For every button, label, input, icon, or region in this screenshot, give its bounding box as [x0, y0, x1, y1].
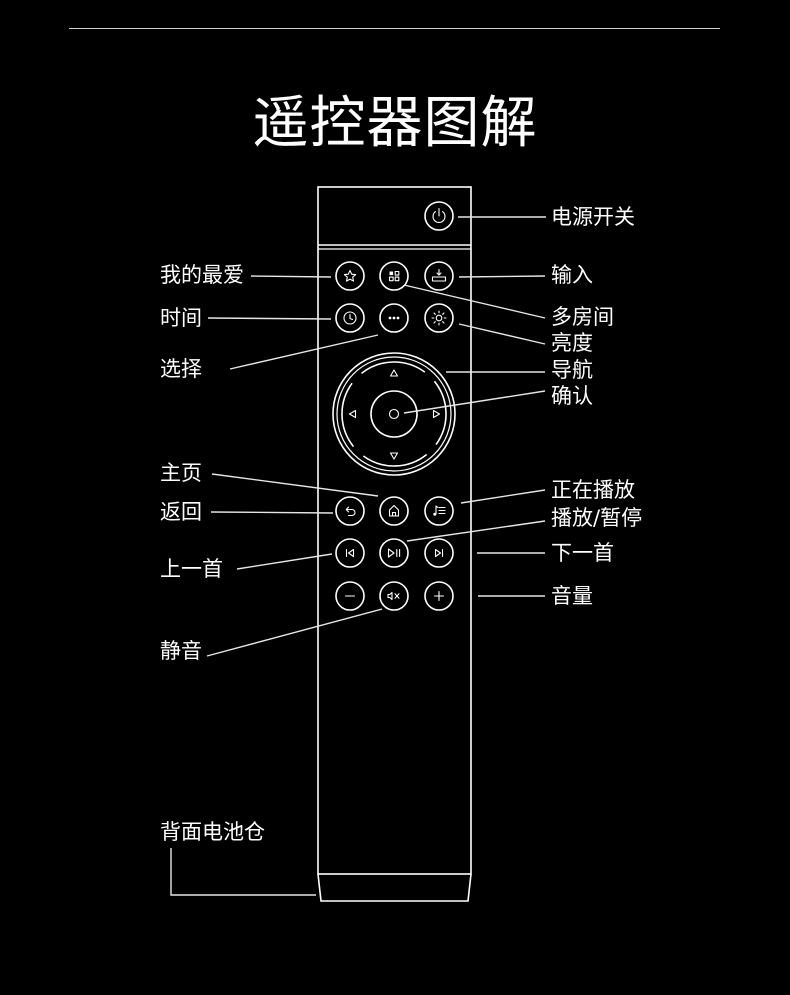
label-input: 输入 — [551, 263, 593, 287]
navigation-ring[interactable] — [321, 341, 467, 487]
home-icon — [388, 504, 400, 517]
label-brightness: 亮度 — [551, 331, 593, 355]
playlist-icon — [433, 505, 446, 516]
leader-confirm — [403, 390, 546, 414]
skip-back-icon — [345, 548, 355, 558]
back-button[interactable] — [335, 496, 365, 526]
label-mute: 静音 — [160, 639, 202, 663]
time-button[interactable] — [335, 303, 365, 333]
leader-battery — [170, 848, 316, 896]
label-multiroom: 多房间 — [551, 305, 614, 329]
nav-up-icon[interactable] — [389, 369, 399, 377]
leader-multiroom — [403, 284, 546, 319]
input-button[interactable] — [424, 261, 454, 291]
label-favorites: 我的最爱 — [160, 263, 244, 287]
label-navigation: 导航 — [551, 358, 593, 382]
back-icon — [345, 506, 356, 517]
mute-icon — [387, 591, 400, 601]
plus-icon — [433, 590, 445, 602]
clock-icon — [343, 311, 357, 325]
star-icon — [343, 269, 357, 282]
favorites-button[interactable] — [335, 261, 365, 291]
label-select: 选择 — [160, 357, 202, 381]
top-divider — [69, 28, 720, 29]
leader-back — [210, 511, 334, 514]
leader-home — [211, 473, 379, 497]
label-home: 主页 — [160, 461, 202, 485]
input-icon — [431, 268, 447, 282]
label-back: 返回 — [160, 500, 202, 524]
now-playing-button[interactable] — [424, 496, 454, 526]
page-title: 遥控器图解 — [252, 91, 538, 156]
nav-left-icon[interactable] — [348, 409, 357, 419]
mute-button[interactable] — [379, 581, 409, 611]
prev-track-button[interactable] — [335, 538, 365, 568]
leader-play-pause — [406, 520, 546, 542]
brightness-button[interactable] — [424, 303, 454, 333]
next-track-button[interactable] — [424, 538, 454, 568]
label-time: 时间 — [160, 306, 202, 330]
leader-input — [458, 275, 546, 278]
leader-prev-track — [236, 553, 333, 570]
leader-select — [229, 334, 379, 370]
ok-icon — [388, 408, 400, 420]
multiroom-button[interactable] — [379, 261, 409, 291]
grid-icon — [388, 270, 400, 282]
more-icon — [388, 316, 400, 320]
label-power: 电源开关 — [551, 205, 635, 229]
leader-brightness — [458, 323, 546, 345]
leader-mute — [206, 608, 383, 657]
label-battery: 背面电池仓 — [160, 820, 265, 844]
select-button[interactable] — [379, 303, 409, 333]
play-pause-icon — [387, 548, 401, 558]
power-button[interactable] — [424, 201, 454, 231]
label-play-pause: 播放/暂停 — [551, 506, 643, 530]
leader-now-playing — [460, 489, 546, 504]
skip-forward-icon — [434, 548, 444, 558]
nav-right-icon[interactable] — [432, 409, 441, 419]
nav-down-icon[interactable] — [389, 452, 399, 460]
ok-button[interactable] — [370, 390, 418, 438]
sun-icon — [431, 310, 447, 326]
volume-up-button[interactable] — [424, 581, 454, 611]
volume-down-button[interactable] — [335, 581, 365, 611]
remote-body — [317, 186, 472, 902]
label-volume: 音量 — [551, 584, 593, 608]
home-button[interactable] — [379, 496, 409, 526]
leader-time — [207, 317, 332, 320]
label-confirm: 确认 — [551, 384, 593, 408]
power-icon — [432, 207, 446, 223]
label-next-track: 下一首 — [551, 541, 614, 565]
play-pause-button[interactable] — [379, 538, 409, 568]
leader-lines — [170, 216, 546, 896]
leader-favorites — [250, 275, 332, 278]
label-now-playing: 正在播放 — [551, 478, 635, 502]
label-prev-track: 上一首 — [160, 557, 223, 581]
